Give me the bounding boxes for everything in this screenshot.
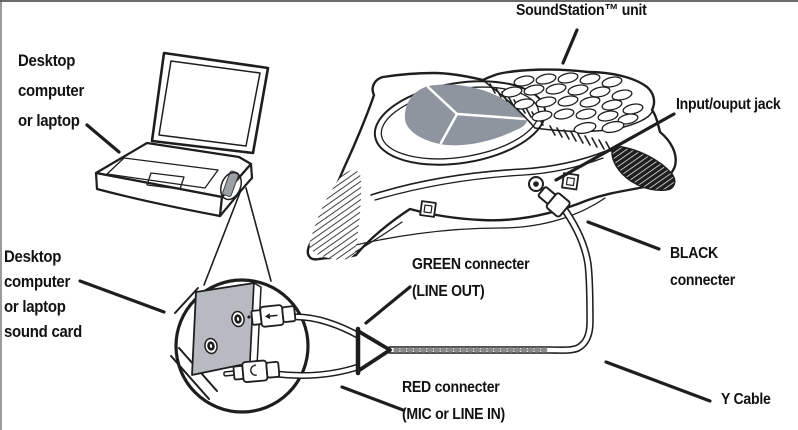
magnifier-cone-right <box>245 187 272 282</box>
black-connector <box>537 186 571 218</box>
green-connector <box>250 304 297 328</box>
leader-lines <box>78 28 712 412</box>
line-out-jack-hole <box>234 314 242 324</box>
soundstation-drawing <box>306 68 677 261</box>
insert-arrow-head <box>264 313 271 320</box>
barrel-ring-mark <box>250 364 257 376</box>
label-y-cable: Y Cable <box>721 391 771 408</box>
mic-in-jack-hole <box>207 341 215 351</box>
label-input-output-jack: Input/ouput jack <box>676 96 781 113</box>
laptop-keyboard <box>106 157 219 189</box>
leader-black-connector <box>586 220 661 251</box>
slot-highlight-ellipse <box>219 171 243 201</box>
leader-red-connector <box>340 385 405 412</box>
label-red-connector: RED connecter (MIC or LINE IN) <box>402 379 505 423</box>
sound-card-panel <box>191 282 255 376</box>
grille-divider-lines <box>426 85 528 145</box>
leader-green-connector <box>364 285 412 325</box>
label-black-connector: BLACK connecter <box>670 245 735 289</box>
label-desktop-computer: Desktop computer or laptop <box>18 51 85 130</box>
insert-arrow <box>268 314 278 317</box>
magnifier-cone-left <box>203 189 242 286</box>
mic-in-jack <box>204 337 218 355</box>
keypad-buttons <box>501 72 644 135</box>
laptop-base-side <box>218 162 254 218</box>
y-cable-group <box>223 186 594 383</box>
laptop-drawing <box>94 51 270 218</box>
input-output-jack-hole <box>533 181 539 187</box>
label-sound-card: Desktop computer or laptop sound card <box>4 247 82 341</box>
laptop-screen-inner <box>158 60 261 147</box>
line-out-jack <box>231 310 245 328</box>
front-rim-upper <box>370 150 607 196</box>
red-branch-fill <box>274 364 363 378</box>
leader-y-cable <box>604 360 712 403</box>
red-connector <box>223 359 281 383</box>
front-bottom-inner <box>327 197 606 253</box>
leader-input-output-jack <box>554 112 676 182</box>
y-junction <box>356 329 392 373</box>
label-green-connector: GREEN connecter (LINE OUT) <box>412 256 530 300</box>
leader-sound-card <box>78 279 166 314</box>
front-square-button-left <box>419 200 437 218</box>
front-square-button-right <box>561 172 580 191</box>
right-mic-hatch <box>611 145 676 191</box>
jack-pin-dot <box>247 315 251 319</box>
left-mic-hatch <box>309 170 362 260</box>
leader-desktop-computer <box>85 123 121 154</box>
green-branch-fill <box>291 314 363 339</box>
leader-soundstation-unit <box>561 28 579 65</box>
main-cable-fill <box>387 203 593 353</box>
laptop-trackpad <box>146 172 185 190</box>
label-soundstation-unit: SoundStation™ unit <box>516 2 647 19</box>
